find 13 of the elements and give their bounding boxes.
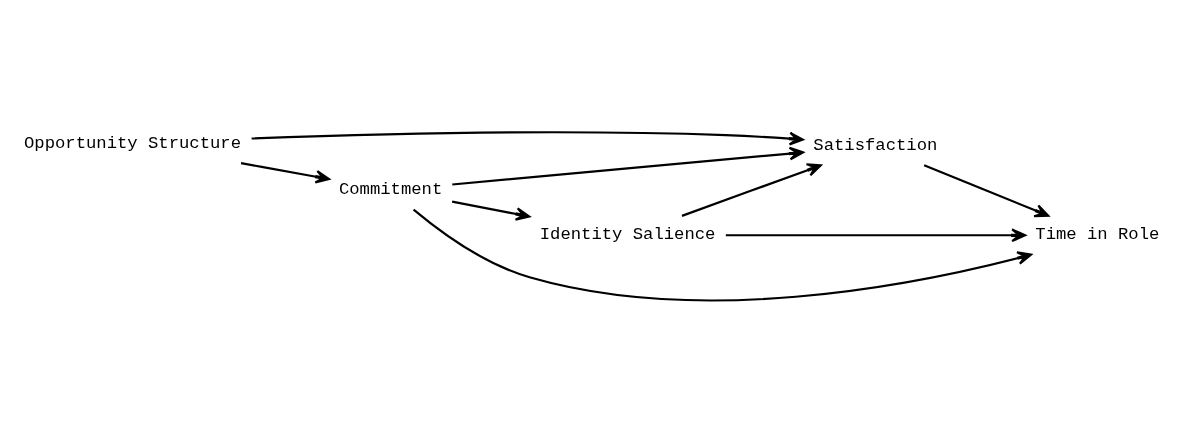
arrow	[240, 161, 331, 184]
arrow	[725, 227, 1027, 242]
arrow	[251, 130, 804, 146]
arrow	[923, 163, 1050, 217]
arrow	[681, 162, 822, 217]
node-text: Satisfaction	[813, 135, 938, 155]
arrow	[451, 200, 531, 221]
node-text: Time in Role	[1035, 224, 1160, 244]
arrow	[452, 146, 804, 186]
arrow	[412, 208, 1033, 301]
node-text: Opportunity Structure	[24, 133, 242, 153]
node-text: Commitment	[338, 179, 443, 199]
node-text: Identity Salience	[539, 224, 716, 244]
